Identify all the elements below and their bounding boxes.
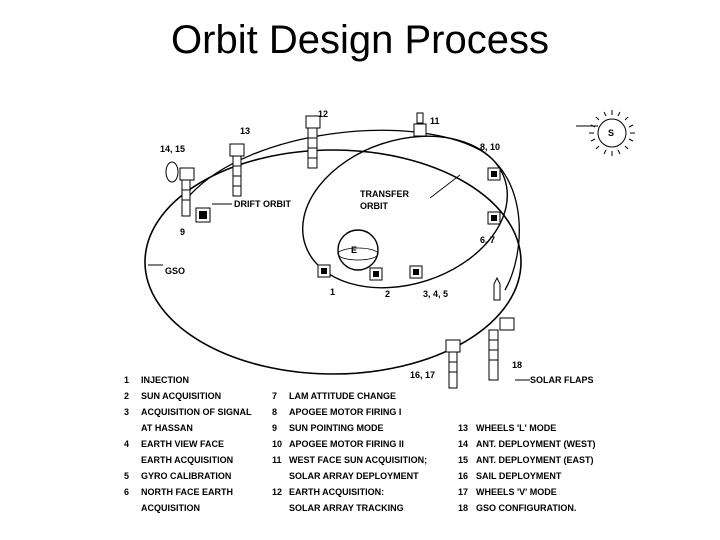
transfer-orbit xyxy=(301,135,509,289)
label-transfer-orbit-2: ORBIT xyxy=(360,201,389,211)
label-8-10: 8, 10 xyxy=(480,142,500,152)
legend-item: AT HASSAN xyxy=(141,423,193,433)
satellite-12-icon xyxy=(305,115,321,169)
satellite-13-icon xyxy=(229,143,245,197)
satellite-6-icon xyxy=(487,211,501,225)
legend-item: ACQUISITION xyxy=(141,503,201,513)
satellite-9-icon xyxy=(195,207,211,223)
label-11: 11 xyxy=(430,116,440,126)
rocket-icon xyxy=(493,276,501,301)
legend-item: SOLAR ARRAY TRACKING xyxy=(289,503,404,513)
satellite-3-icon xyxy=(409,265,423,279)
label-gso: GSO xyxy=(165,266,185,276)
label-solar-flaps: SOLAR FLAPS xyxy=(530,375,594,385)
sun-icon xyxy=(589,110,635,156)
satellite-2-icon xyxy=(369,267,383,281)
label-9: 9 xyxy=(180,227,185,237)
label-6-7: 6, 7 xyxy=(480,235,495,245)
earth-icon xyxy=(337,229,379,271)
label-1: 1 xyxy=(330,287,335,297)
label-14-15: 14, 15 xyxy=(160,144,185,154)
drift-orbit-path xyxy=(189,129,520,291)
satellite-1-icon xyxy=(317,264,331,278)
label-drift-orbit: DRIFT ORBIT xyxy=(234,199,291,209)
earth-label: E xyxy=(351,245,357,255)
label-3-4-5: 3, 4, 5 xyxy=(423,289,448,299)
label-12: 12 xyxy=(318,109,328,119)
satellite-16-icon xyxy=(445,339,461,389)
gso-orbit xyxy=(144,149,522,375)
legend-item: SOLAR ARRAY DEPLOYMENT xyxy=(289,471,419,481)
sun-label: S xyxy=(608,128,614,138)
page-title: Orbit Design Process xyxy=(171,18,549,62)
label-13: 13 xyxy=(240,126,250,136)
label-18: 18 xyxy=(512,360,522,370)
label-16-17: 16, 17 xyxy=(410,370,435,380)
label-2: 2 xyxy=(385,289,390,299)
satellite-8-icon xyxy=(487,167,501,181)
satellite-11-icon xyxy=(413,112,427,137)
satellite-14-icon xyxy=(165,161,195,217)
legend-item: EARTH ACQUISITION xyxy=(141,455,234,465)
satellite-18-icon xyxy=(488,317,515,381)
label-transfer-orbit-1: TRANSFER xyxy=(360,189,409,199)
